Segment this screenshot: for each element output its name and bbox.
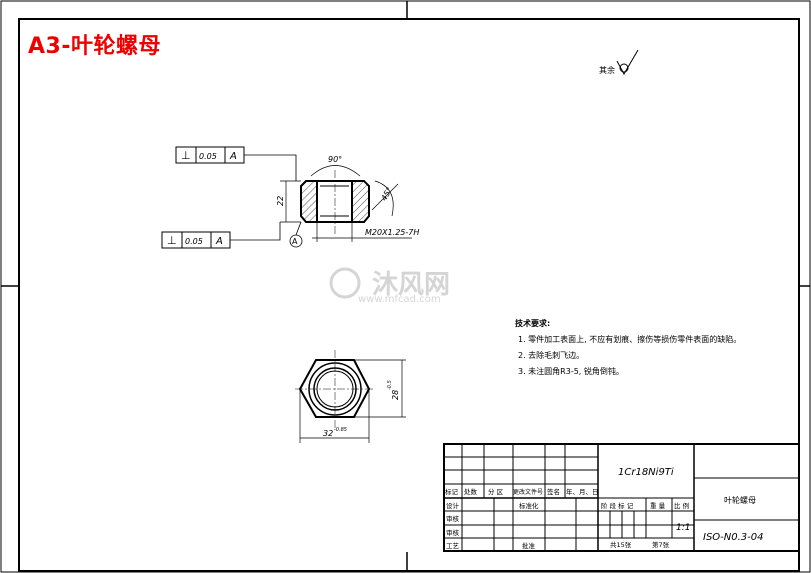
svg-text:⊥: ⊥ [181,149,191,162]
svg-text:其余: 其余 [599,65,615,75]
technical-requirements: 技术要求: 1. 零件加工表面上, 不应有划痕、擦伤等损伤零件表面的缺陷。 2.… [515,316,741,380]
svg-text:沐风网: 沐风网 [372,270,450,300]
svg-text:审核: 审核 [446,514,460,523]
drawing-frame [18,18,800,572]
svg-text:审核: 审核 [446,528,460,537]
svg-text:A: A [215,236,223,247]
svg-text:32: 32 [323,429,333,438]
watermark: 沐风网 www.mfcad.com [329,267,450,305]
title-block [443,443,800,552]
requirement-item: 1. 零件加工表面上, 不应有划痕、擦伤等损伤零件表面的缺陷。 [518,335,742,344]
svg-text:A: A [292,237,298,246]
svg-text:标记: 标记 [445,487,459,496]
svg-text:比 例: 比 例 [674,501,689,510]
requirement-item: 3. 未注圆角R3-5, 锐角倒钝。 [518,367,624,376]
svg-text:0.05: 0.05 [199,152,217,161]
svg-text:阶 段 标 记: 阶 段 标 记 [601,501,634,510]
svg-text:重 量: 重 量 [650,502,666,510]
svg-text:-0.85: -0.85 [334,427,347,433]
svg-text:22: 22 [276,196,285,206]
svg-text:批准: 批准 [522,541,536,550]
svg-text:工艺: 工艺 [446,542,460,550]
svg-text:共15张: 共15张 [610,540,632,549]
requirement-item: 2. 去除毛刺飞边。 [518,351,585,360]
front-section-view: 90° 45° 22 M20X1.25-7H A [276,155,419,248]
svg-text:第7张: 第7张 [652,540,670,549]
svg-text:⊥: ⊥ [167,234,177,247]
svg-text:-0.5: -0.5 [387,380,393,390]
svg-text:叶轮螺母: 叶轮螺母 [724,495,756,505]
svg-text:45°: 45° [379,186,394,203]
svg-text:28: 28 [391,390,400,400]
svg-text:90°: 90° [328,155,342,164]
svg-text:ISO-N0.3-04: ISO-N0.3-04 [703,532,764,543]
svg-text:www.mfcad.com: www.mfcad.com [358,294,441,305]
svg-text:0.05: 0.05 [185,237,203,246]
svg-text:年、月、日: 年、月、日 [566,487,599,496]
tolerance-frame-top: ⊥ 0.05 A [175,146,297,181]
surface-roughness-mark: 其余 [599,49,639,76]
tolerance-frame-bottom: ⊥ 0.05 A [161,222,281,249]
svg-text:标准化: 标准化 [519,501,539,510]
svg-text:签名: 签名 [547,487,560,496]
svg-text:1:1: 1:1 [676,523,690,533]
svg-text:A: A [229,151,237,162]
svg-text:处数: 处数 [464,487,478,496]
title-block-text: 1Cr18Ni9Ti 叶轮螺母 ISO-N0.3-04 1:1 共15张 第7张… [445,467,764,550]
svg-text:M20X1.25-7H: M20X1.25-7H [365,228,419,237]
svg-text:分 区: 分 区 [488,487,504,496]
svg-text:更改文件号: 更改文件号 [513,488,543,496]
top-hex-view: 28 -0.5 32 -0.85 [295,350,406,443]
requirements-heading: 技术要求: [515,319,551,328]
drawing-title: A3-叶轮螺母 [28,34,161,59]
svg-text:设计: 设计 [446,501,460,510]
svg-text:1Cr18Ni9Ti: 1Cr18Ni9Ti [618,467,674,478]
